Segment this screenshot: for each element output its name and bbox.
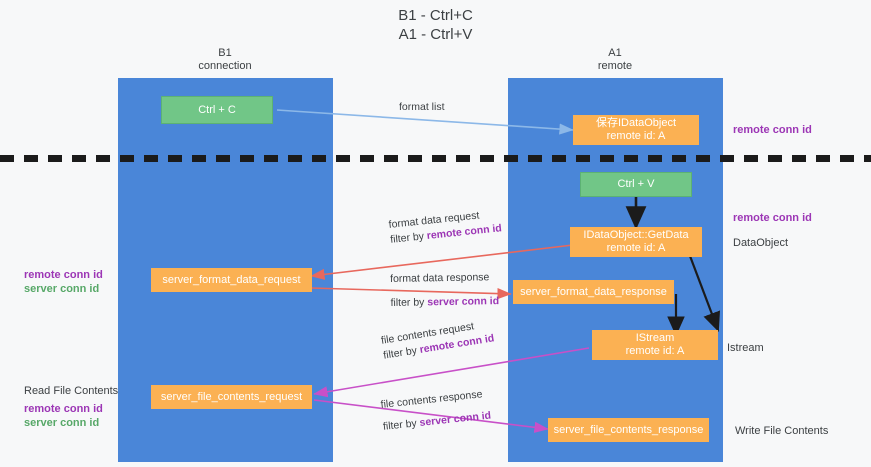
edge-label-format-data-request: format data request filter by remote con… [388, 206, 503, 248]
box-ctrl-c-label: Ctrl + C [198, 103, 236, 116]
column-header-a1: A1 remote [530, 47, 700, 73]
edge-label-format-data-response: format data response filter by server co… [390, 270, 499, 311]
box-istream[interactable]: IStream remote id: A [592, 330, 718, 360]
edge-label-file-contents-request: file contents request filter by remote c… [380, 316, 495, 363]
box-ctrl-v-label: Ctrl + V [617, 178, 655, 190]
edge-label-file-contents-response-filter: filter by server conn id [382, 409, 492, 435]
edge-label-file-contents-response-main: file contents response [380, 388, 483, 411]
box-server-format-data-request-label: server_format_data_request [162, 273, 301, 286]
box-server-format-data-response-label: server_format_data_response [520, 285, 667, 298]
annotation-remote-conn-id-top: remote conn id [733, 124, 812, 136]
filter-prefix: filter by [389, 230, 428, 246]
filter-key-server-conn-id: server conn id [427, 295, 500, 309]
box-getdata-line1: IDataObject::GetData [583, 229, 689, 241]
filter-prefix: filter by [390, 296, 428, 309]
column-header-a1-role: remote [597, 60, 633, 72]
page-title-line1: B1 - Ctrl+C [398, 7, 473, 24]
annotation-read-file-contents: Read File Contents [24, 385, 119, 397]
box-server-format-data-request[interactable]: server_format_data_request [151, 268, 312, 292]
edge-label-file-contents-response: file contents response filter by server … [380, 387, 492, 435]
box-save-idataobject-line1: 保存IDataObject [595, 117, 677, 129]
page-title-line2: A1 - Ctrl+V [398, 26, 473, 43]
column-header-a1-name: A1 [608, 47, 622, 59]
annotation-remote-conn-id-mid: remote conn id [733, 212, 812, 224]
edge-label-format-data-response-main: format data response [390, 271, 490, 285]
box-getdata-line2: remote id: A [606, 242, 666, 254]
box-save-idataobject-line2: remote id: A [606, 130, 666, 142]
box-getdata[interactable]: IDataObject::GetData remote id: A [570, 227, 702, 257]
edge-label-format-data-response-filter: filter by server conn id [390, 294, 499, 311]
box-server-file-contents-response-label: server_file_contents_response [553, 423, 704, 436]
annotation-dataobject: DataObject [733, 237, 789, 249]
box-save-idataobject[interactable]: 保存IDataObject remote id: A [573, 115, 699, 145]
edge-label-format-list: format list [399, 101, 445, 113]
box-ctrl-c[interactable]: Ctrl + C [161, 96, 273, 124]
filter-key-server-conn-id: server conn id [418, 409, 492, 429]
filter-prefix: filter by [382, 417, 421, 433]
box-istream-line1: IStream [635, 332, 675, 344]
annotation-left-server-conn-id-mid: server conn id [24, 283, 100, 295]
annotation-left-server-conn-id-bottom: server conn id [24, 417, 100, 429]
page-title: B1 - Ctrl+C A1 - Ctrl+V [0, 6, 871, 44]
box-server-file-contents-request-label: server_file_contents_request [160, 390, 303, 403]
column-header-b1-name: B1 [218, 47, 232, 59]
box-server-file-contents-response[interactable]: server_file_contents_response [548, 418, 709, 442]
annotation-write-file-contents: Write File Contents [735, 425, 829, 437]
box-server-format-data-response[interactable]: server_format_data_response [513, 280, 674, 304]
box-server-file-contents-request[interactable]: server_file_contents_request [151, 385, 312, 409]
box-istream-line2: remote id: A [625, 345, 685, 357]
column-header-b1: B1 connection [140, 47, 310, 73]
annotation-left-remote-conn-id-bottom: remote conn id [24, 403, 103, 415]
column-header-b1-role: connection [198, 60, 252, 72]
annotation-istream: Istream [727, 342, 764, 354]
box-ctrl-v[interactable]: Ctrl + V [580, 172, 692, 197]
annotation-left-remote-conn-id-mid: remote conn id [24, 269, 103, 281]
phase-divider-dashed-line [0, 155, 871, 162]
